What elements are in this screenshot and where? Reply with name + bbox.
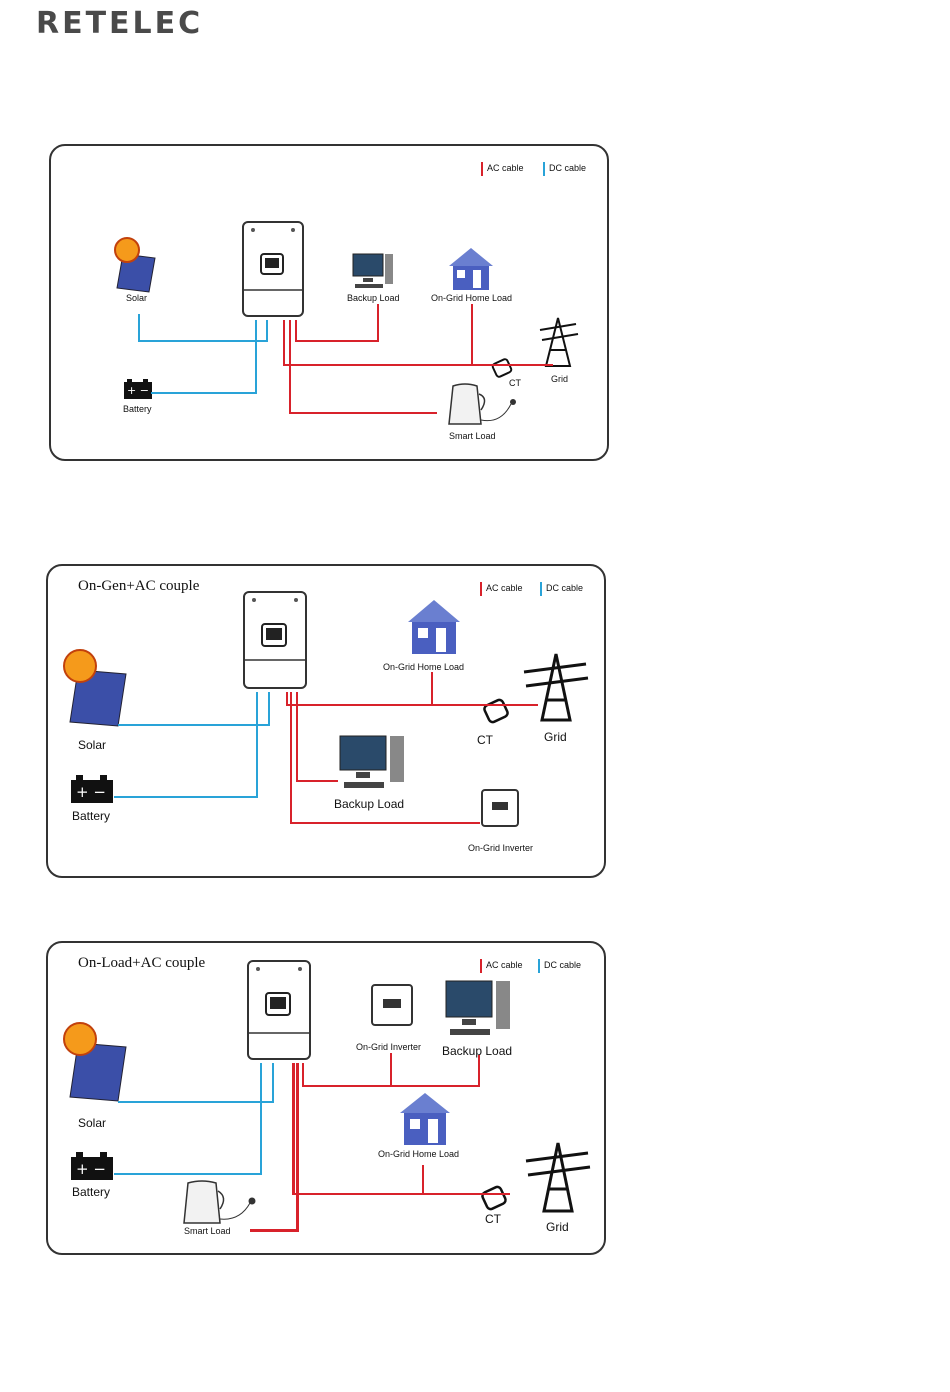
inverter-icon <box>247 960 311 1060</box>
label-home-load: On-Grid Home Load <box>431 293 513 303</box>
label-home-load: On-Grid Home Load <box>378 1149 460 1159</box>
label-ct: CT <box>485 1212 501 1226</box>
solar-panel-icon <box>114 237 156 293</box>
label-grid: Grid <box>546 1220 569 1234</box>
diagram-title: On-Gen+AC couple <box>78 578 200 594</box>
pylon-icon <box>539 317 579 367</box>
svg-text:+ −: + − <box>127 384 149 397</box>
label-on-grid-inverter: On-Grid Inverter <box>356 1042 422 1052</box>
grid-inverter-icon <box>371 984 413 1026</box>
label-smart-load: Smart Load <box>184 1226 231 1236</box>
house-icon <box>449 248 493 290</box>
computer-icon <box>445 980 510 1035</box>
label-backup-load: Backup Load <box>347 293 400 303</box>
grid-inverter-icon <box>481 789 519 827</box>
pylon-icon <box>523 653 589 722</box>
label-on-grid-inverter: On-Grid Inverter <box>468 843 534 853</box>
battery-icon: + − <box>124 379 152 399</box>
svg-text:+ −: + − <box>76 783 106 801</box>
label-solar: Solar <box>78 1116 107 1130</box>
battery-icon: + − <box>71 775 113 803</box>
label-battery: Battery <box>72 809 111 823</box>
diagram-title: On-Load+AC couple <box>78 955 206 971</box>
logo-text: RETELEC <box>36 6 204 41</box>
house-icon <box>400 1093 450 1145</box>
label-solar: Solar <box>126 293 148 303</box>
ct-clamp-icon <box>483 698 509 724</box>
computer-icon <box>352 253 393 288</box>
ct-clamp-icon <box>481 1185 507 1211</box>
label-solar: Solar <box>78 738 107 752</box>
solar-panel-icon <box>63 649 127 727</box>
label-battery: Battery <box>72 1185 111 1199</box>
label-backup-load: Backup Load <box>334 797 405 811</box>
diagram-panel-3: On-Load+AC couple AC cable DC cable Sola… <box>46 941 606 1255</box>
pylon-icon <box>525 1142 591 1213</box>
kettle-icon <box>448 383 516 425</box>
diagram-panel-2: On-Gen+AC couple AC cable DC cable Solar… <box>46 564 606 878</box>
solar-panel-icon <box>63 1022 127 1102</box>
inverter-icon <box>243 591 307 689</box>
label-grid: Grid <box>544 730 567 744</box>
inverter-icon <box>242 221 304 317</box>
computer-icon <box>339 735 404 788</box>
diagram-panel-1: AC cable DC cable Solar + − Battery Back… <box>49 144 609 461</box>
svg-text:+ −: + − <box>76 1160 106 1178</box>
battery-icon: + − <box>71 1152 113 1180</box>
label-home-load: On-Grid Home Load <box>383 662 465 672</box>
kettle-icon <box>183 1180 256 1224</box>
label-smart-load: Smart Load <box>449 431 496 441</box>
label-backup-load: Backup Load <box>442 1044 513 1058</box>
label-battery: Battery <box>123 404 152 414</box>
ct-clamp-icon <box>491 358 513 378</box>
label-ct: CT <box>509 378 521 388</box>
label-ct: CT <box>477 733 493 747</box>
label-grid: Grid <box>551 374 569 384</box>
house-icon <box>408 600 460 654</box>
retelec-logo: RETELEC <box>36 6 226 42</box>
